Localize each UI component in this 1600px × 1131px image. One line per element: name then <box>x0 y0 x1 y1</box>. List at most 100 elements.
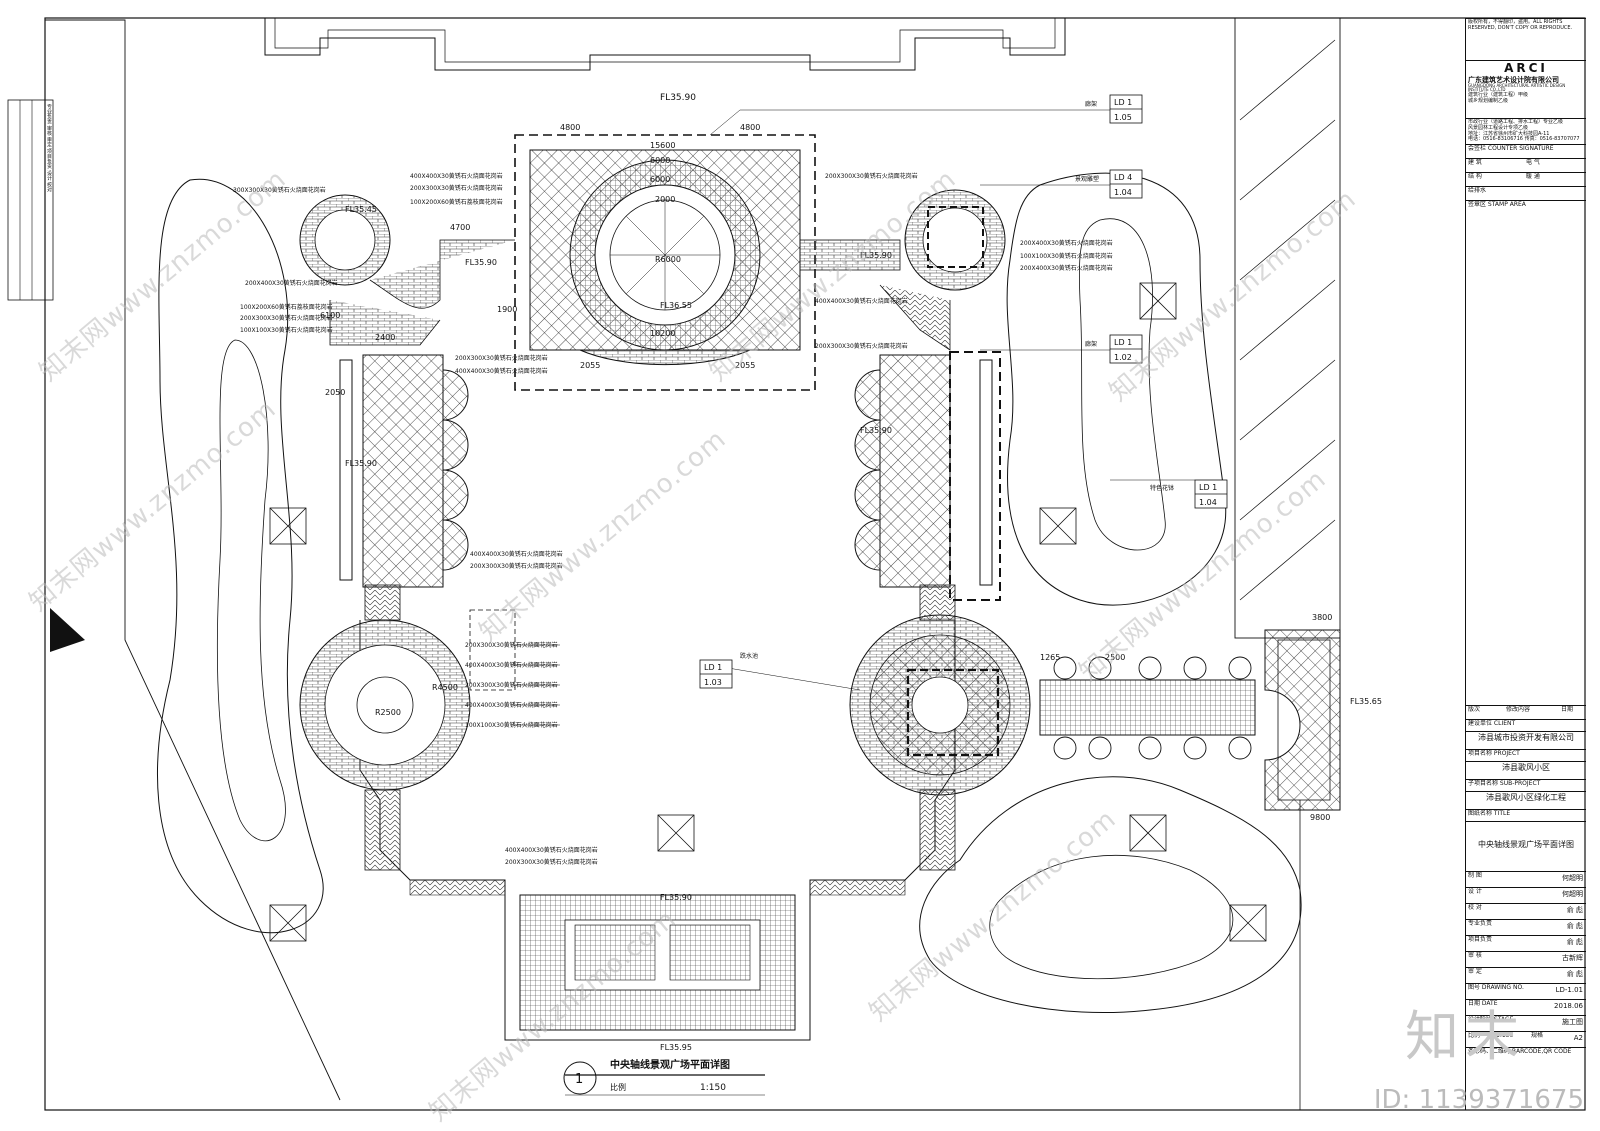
scale-label: 比例 <box>610 1082 626 1092</box>
sign-plumbing: 给排水 <box>1468 187 1487 194</box>
svg-text:2500: 2500 <box>1105 653 1125 662</box>
barcode-area: 条形码、二维码 BARCODE,QR CODE <box>1466 1047 1586 1110</box>
title-block: 版权所有，不得翻印，盗用。ALL RIGHTS RESERVED, DON'T … <box>1465 18 1586 1110</box>
drawing-no-label: 图号 DRAWING NO. <box>1468 984 1524 991</box>
name-drawing: 何超明 <box>1562 874 1583 882</box>
role-specialty: 专业负责 <box>1468 920 1493 927</box>
sign-row-3: 给排水 <box>1466 186 1586 200</box>
svg-text:300X300X30黄锈石火烧面花岗岩: 300X300X30黄锈石火烧面花岗岩 <box>233 186 326 194</box>
svg-text:9800: 9800 <box>1310 813 1330 822</box>
tb-scale-label: 比例 <box>1468 1032 1481 1039</box>
company-logo: ARCI <box>1504 61 1548 75</box>
company-name-en: GUANGDONG ARCHITECTURAL ARTISTIC DESIGN … <box>1468 82 1566 93</box>
svg-text:200X400X30黄锈石火烧面花岗岩: 200X400X30黄锈石火烧面花岗岩 <box>1020 264 1113 272</box>
ref-1-id: LD 1 <box>1114 98 1132 107</box>
company-phone: 电话：0516-83106716 传真：0516-83707077 <box>1468 136 1580 143</box>
leader-lines <box>510 109 1195 726</box>
svg-text:400X400X30黄锈石火烧面花岗岩: 400X400X30黄锈石火烧面花岗岩 <box>505 846 598 854</box>
copyright-note: 版权所有，不得翻印，盗用。ALL RIGHTS RESERVED, DON'T … <box>1466 18 1586 60</box>
svg-text:4800: 4800 <box>560 123 580 132</box>
ref-5-note: 跌水池 <box>740 652 758 660</box>
svg-text:6000: 6000 <box>650 156 670 165</box>
svg-text:200X400X30黄锈石火烧面花岗岩: 200X400X30黄锈石火烧面花岗岩 <box>245 279 338 287</box>
east-pergola <box>879 354 951 588</box>
svg-text:200X300X30黄锈石火烧面花岗岩: 200X300X30黄锈石火烧面花岗岩 <box>465 641 558 649</box>
rev-col-content: 修改内容 <box>1506 706 1531 713</box>
person-row-7: 审 定俞 彪 <box>1466 967 1586 983</box>
drawing-no: LD-1.01 <box>1555 986 1583 994</box>
drawing-no-row: 图号 DRAWING NO. LD-1.01 <box>1466 983 1586 999</box>
svg-text:100X200X60黄锈石荔枝面花岗岩: 100X200X60黄锈石荔枝面花岗岩 <box>240 303 333 311</box>
elev-3: FL35.90 <box>465 258 497 267</box>
sign-hvac: 暖 通 <box>1526 173 1540 180</box>
svg-text:4800: 4800 <box>740 123 760 132</box>
svg-text:2055: 2055 <box>735 361 755 370</box>
planting-bed-east <box>1006 172 1227 606</box>
sign-arch: 建 筑 <box>1468 159 1482 166</box>
company-name: 广东建筑艺术设计院有限公司 <box>1468 75 1559 84</box>
drawing-title: 中央轴线景观广场平面详图 <box>610 1058 730 1071</box>
subproject-label: 子项目名称 SUB-PROJECT <box>1466 779 1586 791</box>
north-arrow-marker <box>50 608 85 652</box>
svg-text:R4500: R4500 <box>432 683 458 692</box>
ref-3-id: LD 1 <box>1114 338 1132 347</box>
elev-6: FL35.90 <box>345 459 377 468</box>
role-project: 项目负责 <box>1468 936 1493 943</box>
svg-text:200X300X30黄锈石火烧面花岗岩: 200X300X30黄锈石火烧面花岗岩 <box>470 562 563 570</box>
detail-bubbles <box>699 94 1228 689</box>
ref-1-note: 廊架 <box>1085 100 1097 108</box>
name-specialty: 俞 彪 <box>1566 922 1583 930</box>
svg-text:100X100X30黄锈石火烧面花岗岩: 100X100X30黄锈石火烧面花岗岩 <box>240 326 333 334</box>
svg-text:200X300X30黄锈石火烧面花岗岩: 200X300X30黄锈石火烧面花岗岩 <box>505 858 598 866</box>
sheet-border <box>44 17 1586 1111</box>
svg-text:100X100X30黄锈石火烧面花岗岩: 100X100X30黄锈石火烧面花岗岩 <box>465 721 558 729</box>
svg-text:200X300X30黄锈石火烧面花岗岩: 200X300X30黄锈石火烧面花岗岩 <box>825 172 918 180</box>
svg-text:200X300X30黄锈石火烧面花岗岩: 200X300X30黄锈石火烧面花岗岩 <box>465 681 558 689</box>
client-label: 建设单位 CLIENT <box>1466 719 1586 731</box>
ref-5-id: LD 1 <box>704 663 722 672</box>
svg-text:200X300X30黄锈石火烧面花岗岩: 200X300X30黄锈石火烧面花岗岩 <box>455 354 548 362</box>
road-edge <box>45 19 341 1101</box>
sign-label: 会签栏 COUNTER SIGNATURE <box>1466 144 1586 158</box>
svg-text:2400: 2400 <box>375 333 395 342</box>
svg-text:10200: 10200 <box>650 329 675 338</box>
dimension-labels: 15600 4800 6000 4800 6000 2000 R6000 470… <box>320 123 1332 822</box>
elev-10: FL35.90 <box>660 893 692 902</box>
role-approved: 审 定 <box>1468 968 1482 975</box>
name-examined: 古新辉 <box>1562 954 1583 962</box>
svg-text:400X400X30黄锈石火烧面花岗岩: 400X400X30黄锈石火烧面花岗岩 <box>410 172 503 180</box>
elev-7: FL35.90 <box>860 426 892 435</box>
name-project: 俞 彪 <box>1566 938 1583 946</box>
building-outline <box>264 18 1066 71</box>
watermark-brand: 知末 <box>1405 1005 1525 1068</box>
sign-row-1: 建 筑 电 气 <box>1466 158 1586 172</box>
stage-value: 施工图 <box>1562 1018 1583 1026</box>
svg-text:400X400X30黄锈石火烧面花岗岩: 400X400X30黄锈石火烧面花岗岩 <box>455 367 548 375</box>
stamp-area: 签章区 STAMP AREA <box>1466 200 1586 705</box>
name-approved: 俞 彪 <box>1566 970 1583 978</box>
svg-text:15600: 15600 <box>650 141 675 150</box>
svg-text:1265: 1265 <box>1040 653 1060 662</box>
ref-5-sheet: 1.03 <box>704 678 722 687</box>
client-name: 沛县城市投资开发有限公司 <box>1466 731 1586 749</box>
role-examined: 审 核 <box>1468 952 1482 959</box>
svg-text:200X300X30黄锈石火烧面花岗岩: 200X300X30黄锈石火烧面花岗岩 <box>410 184 503 192</box>
qualification-2: 城乡规划编制乙级 <box>1468 97 1509 104</box>
role-checked: 校 对 <box>1468 904 1482 911</box>
sign-struct: 结 构 <box>1468 173 1482 180</box>
role-drawing: 制 图 <box>1468 872 1482 879</box>
image-id: ID: 1139371675 <box>1373 1085 1584 1115</box>
svg-text:200X400X30黄锈石火烧面花岗岩: 200X400X30黄锈石火烧面花岗岩 <box>1020 239 1113 247</box>
paving-notes: 400X400X30黄锈石火烧面花岗岩 200X300X30黄锈石火烧面花岗岩 … <box>233 172 1113 866</box>
person-row-6: 审 核 古新辉 <box>1466 951 1586 967</box>
svg-text:6000: 6000 <box>650 175 670 184</box>
person-row-2: 设 计何超明 <box>1466 887 1586 903</box>
ref-2-id: LD 4 <box>1114 173 1132 182</box>
svg-text:400X400X30黄锈石火烧面花岗岩: 400X400X30黄锈石火烧面花岗岩 <box>465 701 558 709</box>
left-sign-strip <box>7 99 54 301</box>
person-row-4: 专业负责 俞 彪 <box>1466 919 1586 935</box>
east-avenue <box>1039 679 1256 736</box>
svg-text:3800: 3800 <box>1312 613 1332 622</box>
strip-specialty: 专业负责 <box>46 104 52 124</box>
